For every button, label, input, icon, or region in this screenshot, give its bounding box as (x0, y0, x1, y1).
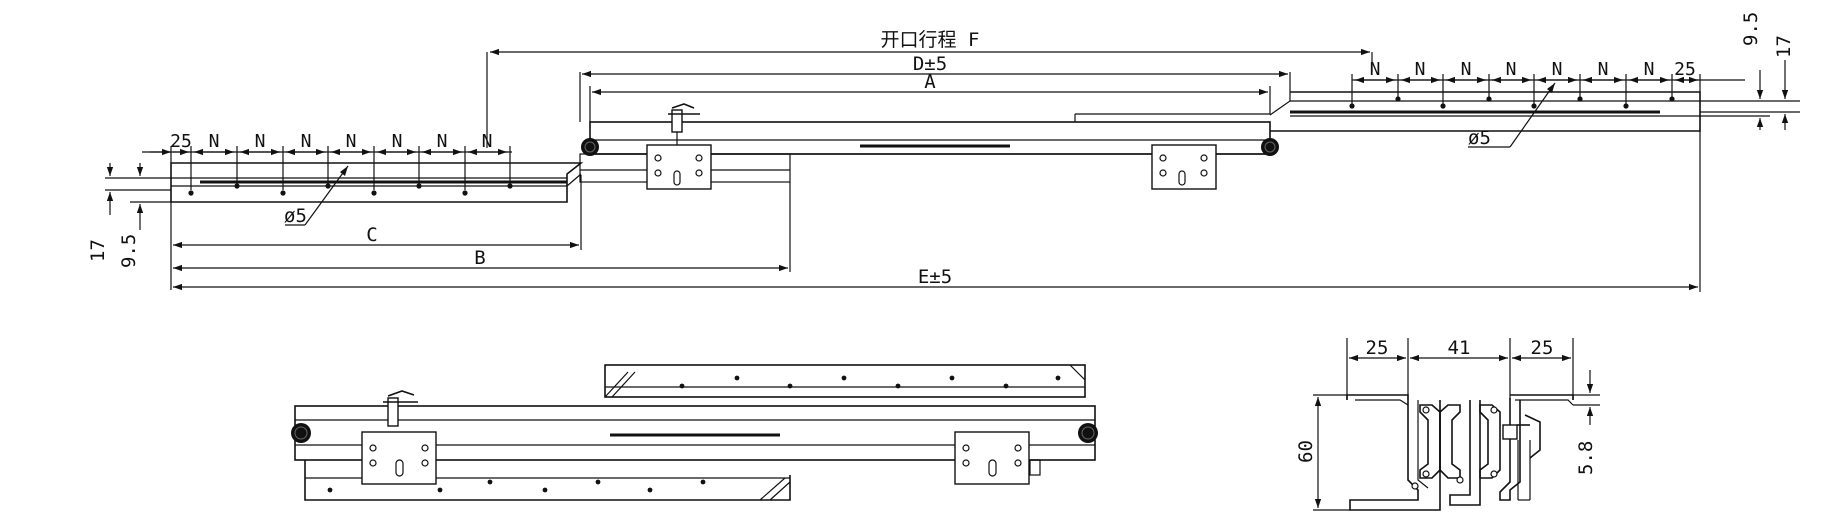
right-vertical-dims: 9.5 17 (1700, 12, 1800, 130)
section-width-25-right: 25 (1531, 337, 1554, 359)
right-pitch-label-4: N (1506, 59, 1517, 80)
section-gap-5-8: 5.8 (1575, 441, 1597, 475)
right-mounting-holes (1349, 96, 1675, 109)
closed-right-bracket (954, 431, 1030, 485)
right-edge-25-label: 25 (1674, 59, 1696, 80)
right-17-label: 17 (1773, 35, 1795, 58)
closed-view (291, 364, 1098, 501)
left-pitch-label-6: N (437, 131, 448, 152)
section-width-25-left: 25 (1366, 337, 1389, 359)
b-label: B (474, 247, 485, 269)
left-pitch-label-3: N (301, 131, 312, 152)
right-9-5-label: 9.5 (1740, 12, 1762, 46)
dim-d: D±5 (579, 53, 1291, 122)
left-pitch-label-2: N (255, 131, 266, 152)
closed-top-holes (679, 375, 1061, 389)
a-label: A (924, 71, 936, 93)
right-mounting-bracket (1151, 144, 1217, 190)
right-pitch-label-6: N (1598, 59, 1609, 80)
left-mounting-holes (188, 183, 513, 196)
e-tolerance-label: E±5 (918, 266, 952, 288)
left-mounting-bracket (646, 144, 712, 190)
left-17-label: 17 (87, 239, 109, 262)
right-roller (1261, 138, 1279, 156)
left-pitch-label-5: N (392, 131, 403, 152)
right-diameter-callout: ø5 (1468, 82, 1556, 149)
right-slide-member (1269, 91, 1701, 132)
section-width-41: 41 (1448, 337, 1471, 359)
left-diameter-label: ø5 (284, 205, 307, 227)
left-9-5-label: 9.5 (118, 234, 140, 268)
right-pitch-label-7: N (1644, 59, 1655, 80)
right-diameter-label: ø5 (1468, 127, 1491, 149)
right-pitch-label-5: N (1552, 59, 1563, 80)
closed-left-bracket (361, 431, 437, 485)
left-diameter-callout: ø5 (284, 165, 349, 227)
right-pitch-label-3: N (1461, 59, 1472, 80)
dim-b: B (173, 182, 791, 272)
left-vertical-dims: 17 9.5 (87, 163, 171, 268)
dim-c: C (170, 175, 582, 290)
right-pitch-label-1: N (1370, 59, 1381, 80)
c-label: C (366, 224, 377, 246)
dim-a: A (589, 71, 1271, 122)
left-slide-member (170, 162, 584, 203)
d-tolerance-label: D±5 (913, 53, 947, 75)
right-pitch-chain: N N N N N N N 25 (1351, 59, 1745, 104)
closed-right-roller (1078, 423, 1098, 443)
closed-left-roller (291, 423, 311, 443)
right-pitch-label-2: N (1415, 59, 1426, 80)
extended-view: 开口行程 F D±5 A C B (87, 12, 1800, 292)
dim-open-travel: 开口行程 F (486, 29, 1373, 148)
left-roller (581, 138, 599, 156)
left-pitch-label-7: N (482, 131, 493, 152)
left-pitch-chain: 25 N N N N N N N (142, 131, 512, 190)
release-lever (668, 103, 700, 146)
middle-slide-member (579, 103, 1279, 190)
left-pitch-label-4: N (346, 131, 357, 152)
left-pitch-label-1: N (209, 131, 220, 152)
open-travel-label: 开口行程 F (881, 29, 980, 51)
section-height-60: 60 (1295, 440, 1317, 463)
cross-section-view: 25 41 25 60 (1295, 337, 1600, 511)
left-edge-25-label: 25 (170, 131, 192, 152)
dim-e: E±5 (173, 131, 1701, 292)
closed-release-lever (383, 390, 418, 427)
